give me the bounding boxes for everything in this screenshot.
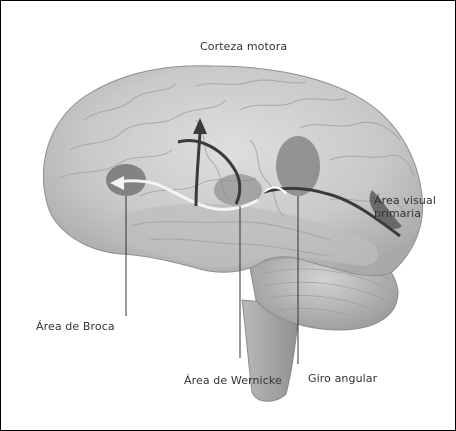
- angular-gyrus-label: Giro angular: [308, 372, 377, 385]
- wernicke-label: Área de Wernicke: [184, 374, 282, 387]
- angular-gyrus-region: [276, 136, 320, 196]
- broca-label: Área de Broca: [36, 320, 115, 333]
- visual-area-label: Área visual primaria: [374, 194, 436, 220]
- motor-cortex-label: Corteza motora: [200, 40, 287, 53]
